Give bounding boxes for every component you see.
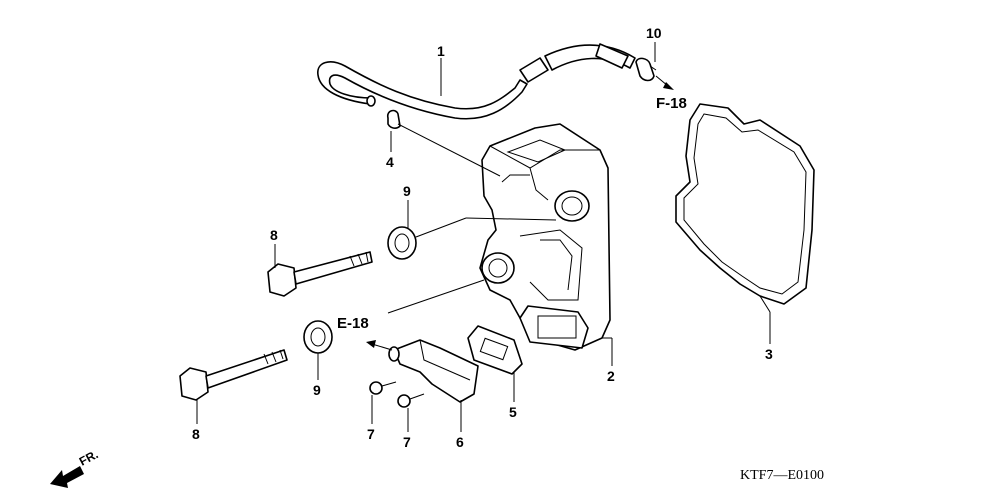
breather-fitting bbox=[388, 339, 479, 403]
callout-5: 5 bbox=[509, 404, 517, 420]
bolt-upper bbox=[267, 251, 373, 297]
callout-9-upper: 9 bbox=[403, 183, 411, 199]
seal-washer-lower bbox=[303, 320, 333, 354]
callout-8-lower: 8 bbox=[192, 426, 200, 442]
f18-arrow bbox=[655, 75, 674, 90]
callout-6: 6 bbox=[456, 434, 464, 450]
callout-7a: 7 bbox=[367, 426, 375, 442]
callout-4: 4 bbox=[386, 154, 394, 170]
hose-clamp bbox=[386, 109, 401, 129]
callout-10: 10 bbox=[646, 25, 662, 41]
cover-gasket bbox=[675, 103, 815, 305]
screw-b bbox=[397, 393, 425, 408]
seal-washer-upper bbox=[387, 226, 417, 260]
front-direction-arrow: FR. bbox=[50, 447, 100, 488]
e18-arrow bbox=[366, 340, 393, 351]
screw-a bbox=[369, 381, 397, 395]
bolt-lower bbox=[179, 349, 288, 401]
hose-clip bbox=[635, 57, 657, 82]
callout-2: 2 bbox=[607, 368, 615, 384]
leader-lines bbox=[196, 42, 771, 432]
reference-f18: F-18 bbox=[656, 95, 687, 112]
fitting-gasket bbox=[467, 325, 523, 375]
callout-7b: 7 bbox=[403, 434, 411, 450]
reference-e18: E-18 bbox=[337, 315, 369, 332]
direction-label: FR. bbox=[77, 447, 101, 468]
breather-hose bbox=[317, 43, 636, 120]
callout-8-upper: 8 bbox=[270, 227, 278, 243]
cylinder-head-cover bbox=[479, 123, 611, 351]
callout-3: 3 bbox=[765, 346, 773, 362]
diagram-code: KTF7—E0100 bbox=[740, 468, 824, 483]
callout-9-lower: 9 bbox=[313, 382, 321, 398]
callout-1: 1 bbox=[437, 43, 445, 59]
